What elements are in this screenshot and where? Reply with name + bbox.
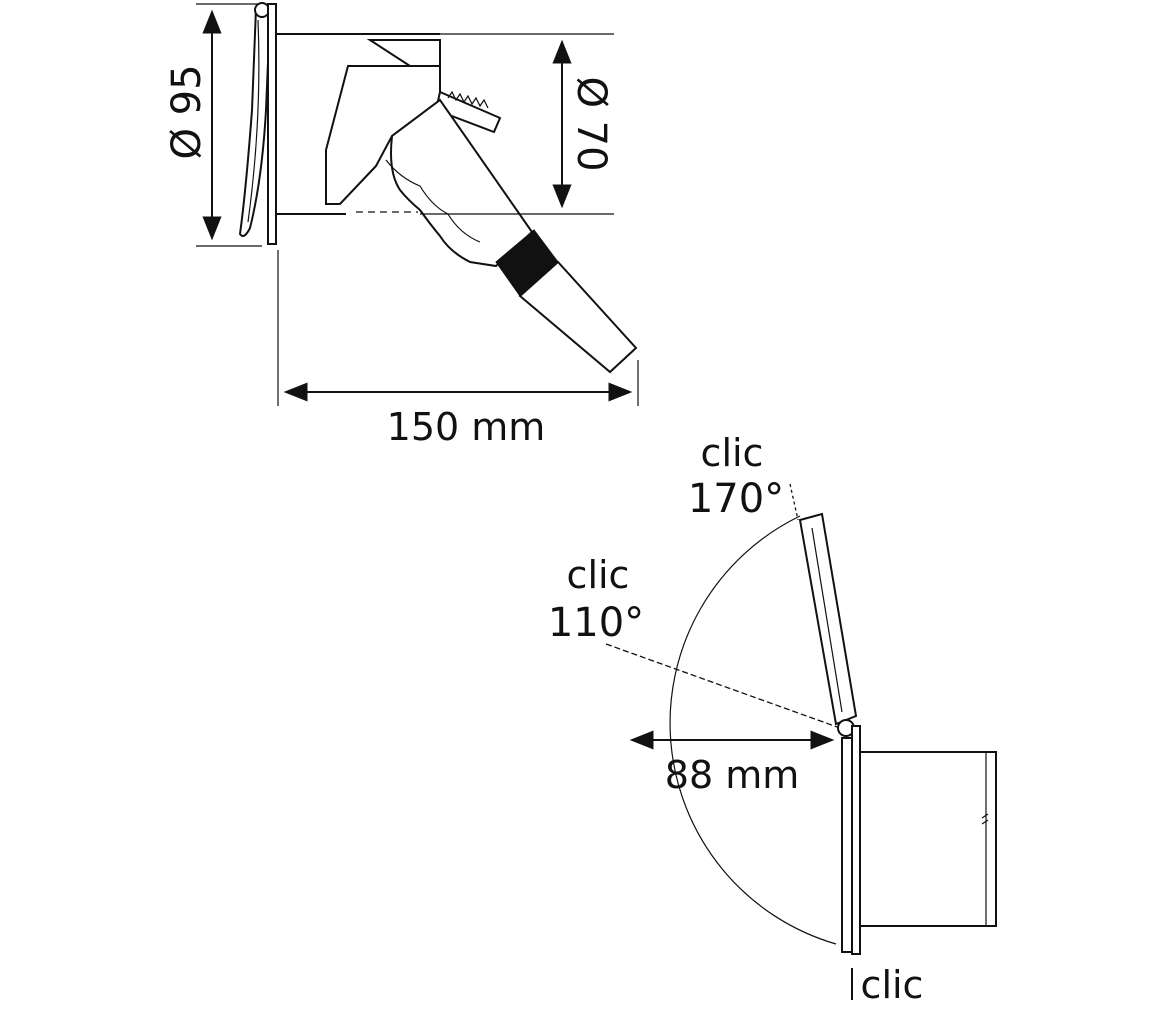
bottom-flange-rim [851,725,861,955]
angle-line-170 [789,483,799,521]
housing-mark [981,813,989,825]
label-angle-110: 110° [548,600,644,646]
top-wedge [366,39,441,67]
label-angle-170: 170° [688,476,784,522]
label-clic-110: clic [567,553,630,597]
lid-inner-line [247,19,260,223]
bottom-flange-plate [841,737,853,953]
angle-line-110 [605,643,841,729]
label-length-150: 150 mm [387,405,546,449]
hinge-top-icon [254,2,270,18]
flange-plate [267,3,277,245]
bottom-housing [859,751,997,927]
opened-lid [798,512,858,726]
label-clic-closed: clic [861,963,924,1007]
bottom-view: clic 170° clic 110° 88 mm clic [548,431,997,1007]
label-diameter-70: Ø 70 [568,76,614,171]
lid-profile [238,5,272,237]
label-depth-88: 88 mm [665,753,799,797]
top-view: Ø 95 Ø 70 150 mm [164,2,639,449]
upper-housing [325,65,441,205]
label-clic-170: clic [701,431,764,475]
grip-contour [385,159,481,243]
opened-lid-inner [811,527,843,713]
label-diameter-95: Ø 95 [164,64,210,159]
lever-teeth [447,90,489,109]
spout-tube [518,260,638,374]
